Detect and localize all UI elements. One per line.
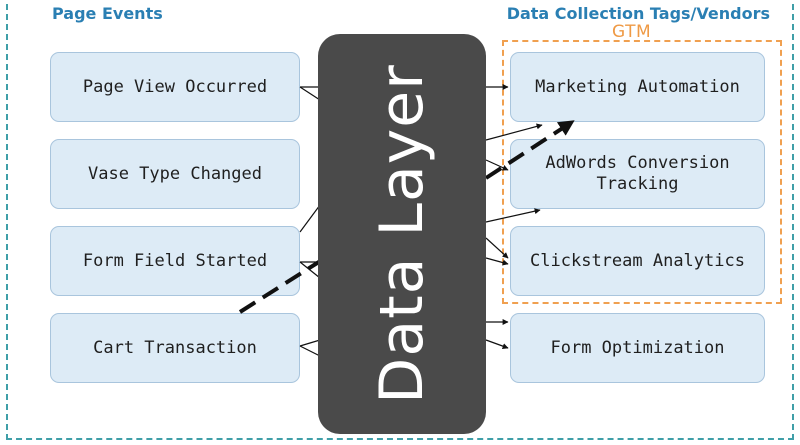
connector-event-4b bbox=[299, 345, 321, 357]
connector-vendor-2b bbox=[485, 208, 541, 223]
gtm-container bbox=[502, 40, 782, 304]
connector-vendor-2 bbox=[485, 159, 509, 171]
connector-event-1b bbox=[299, 86, 321, 101]
dashed-flow-right bbox=[484, 120, 575, 180]
page-events-heading: Page Events bbox=[52, 4, 163, 23]
connector-event-4 bbox=[299, 339, 321, 347]
vendor-marketing-automation: Marketing Automation bbox=[510, 52, 765, 122]
event-vase-type-changed: Vase Type Changed bbox=[50, 139, 300, 209]
dashed-flow-left bbox=[238, 258, 324, 314]
event-cart-transaction: Cart Transaction bbox=[50, 313, 300, 383]
data-layer-block: Data Layer bbox=[318, 34, 486, 434]
connector-vendor-3b bbox=[485, 257, 509, 266]
data-layer-label: Data Layer bbox=[367, 64, 437, 404]
event-page-view-occurred: Page View Occurred bbox=[50, 52, 300, 122]
vendors-heading: Data Collection Tags/Vendors bbox=[506, 4, 770, 23]
connector-event-3b bbox=[299, 261, 321, 279]
vendor-clickstream-analytics: Clickstream Analytics bbox=[510, 226, 765, 296]
vendor-adwords-conversion-tracking: AdWords Conversion Tracking bbox=[510, 139, 765, 209]
diagram-frame bbox=[6, 0, 794, 440]
connector-vendor-3 bbox=[485, 237, 509, 259]
connector-vendor-1b bbox=[485, 123, 543, 141]
vendor-form-optimization: Form Optimization bbox=[510, 313, 765, 383]
connector-vendor-4b bbox=[485, 339, 509, 349]
connector-event-2 bbox=[299, 204, 321, 233]
event-form-field-started: Form Field Started bbox=[50, 226, 300, 296]
gtm-label: GTM bbox=[612, 22, 652, 42]
